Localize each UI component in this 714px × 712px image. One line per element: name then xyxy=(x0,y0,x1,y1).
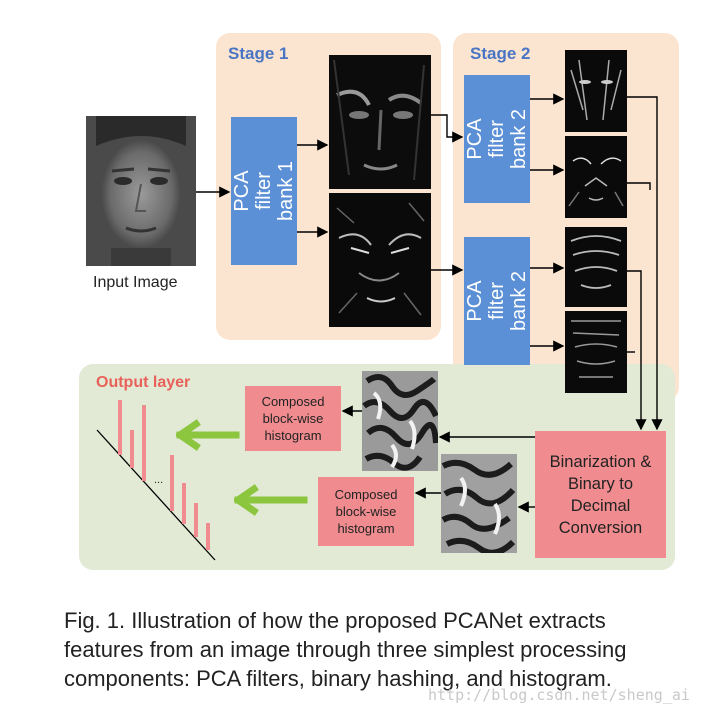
green-arrow-bottom xyxy=(234,484,308,516)
binarization-box: Binarization & Binary to Decimal Convers… xyxy=(535,431,666,558)
histogram-ellipsis: ... xyxy=(154,474,164,486)
stage1-title: Stage 1 xyxy=(228,44,289,63)
pca-filter-bank-2-top: PCA filter bank 2 xyxy=(464,75,530,203)
feature-histogram-bars xyxy=(96,400,216,561)
binarization-label: Binarization & Binary to Decimal Convers… xyxy=(549,452,652,537)
input-face-image xyxy=(86,111,196,266)
figure-caption: Fig. 1. Illustration of how the proposed… xyxy=(64,608,627,691)
stage2-title: Stage 2 xyxy=(470,44,531,63)
histogram-box-top-label: Composed block-wise histogram xyxy=(261,394,325,443)
stage2-output-image-1 xyxy=(565,50,627,132)
green-arrow-top xyxy=(176,419,240,451)
stage2-output-image-2 xyxy=(565,136,627,218)
pca-filter-bank-2-bottom: PCA filter bank 2 xyxy=(464,237,530,365)
histogram-box-bottom-label: Composed block-wise histogram xyxy=(334,487,398,536)
output-layer-title: Output layer xyxy=(96,374,191,391)
stage2-output-image-4 xyxy=(565,311,627,393)
stage1-output-image-top xyxy=(329,55,431,189)
histogram-box-bottom: Composed block-wise histogram xyxy=(318,477,414,546)
watermark: http://blog.csdn.net/sheng_ai xyxy=(428,686,690,704)
binary-code-image-bottom xyxy=(441,454,517,556)
binary-code-image-top xyxy=(362,371,439,471)
pca-filter-bank-1: PCA filter bank 1 xyxy=(231,117,297,265)
stage1-output-image-bottom xyxy=(329,193,431,327)
input-image-label: Input Image xyxy=(93,274,178,291)
stage2-output-image-3 xyxy=(565,227,627,307)
histogram-box-top: Composed block-wise histogram xyxy=(245,386,341,451)
connector-arrows xyxy=(196,93,663,513)
